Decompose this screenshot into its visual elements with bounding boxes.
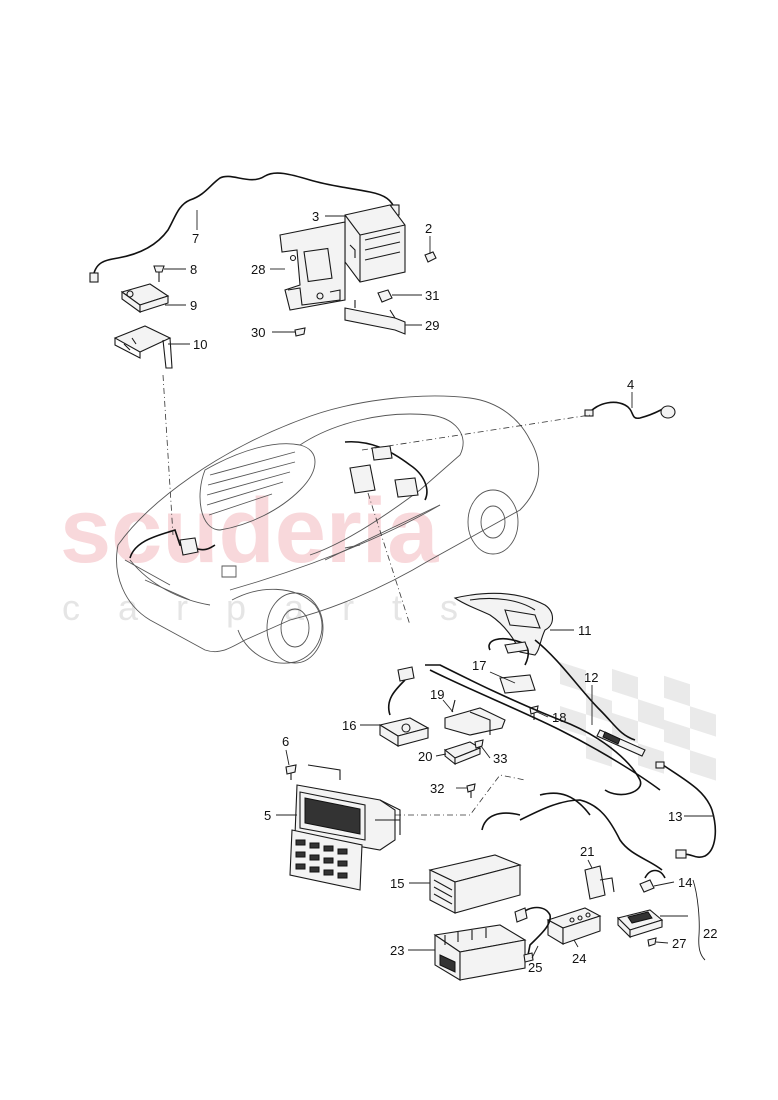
leader-lines — [164, 210, 714, 961]
callout-15: 15 — [390, 876, 404, 891]
part-23-tray — [433, 924, 527, 981]
watermark-sub: c a r p a r t s — [62, 587, 472, 628]
reference-lines — [162, 374, 591, 816]
callout-7: 7 — [192, 231, 199, 246]
part-14-connector — [639, 869, 666, 893]
part-13-cable — [481, 761, 717, 871]
callout-29: 29 — [425, 318, 439, 333]
part-24-module — [546, 907, 602, 945]
callout-5: 5 — [264, 808, 271, 823]
part-4-antenna — [584, 401, 676, 420]
part-15-unit — [428, 854, 522, 914]
part-32-screw — [466, 783, 476, 798]
part-22-module — [616, 909, 664, 939]
car-harness — [129, 440, 428, 559]
part-11-trim — [453, 592, 554, 656]
callout-21: 21 — [580, 844, 594, 859]
part-3-module — [344, 204, 406, 283]
callout-22: 22 — [703, 926, 717, 941]
car-outline — [116, 395, 540, 664]
part-16-module — [378, 666, 430, 747]
callout-33: 33 — [493, 751, 507, 766]
callout-11: 11 — [578, 623, 592, 638]
callout-20: 20 — [418, 749, 432, 764]
callout-23: 23 — [390, 943, 404, 958]
callout-28: 28 — [251, 262, 265, 277]
watermark-brand: scuderia — [60, 480, 439, 582]
callout-9: 9 — [190, 298, 197, 313]
part-28-bracket — [279, 221, 346, 311]
callout-19: 19 — [430, 687, 444, 702]
part-17-bracket — [488, 638, 536, 694]
part-5-head-unit — [289, 764, 401, 891]
callout-32: 32 — [430, 781, 444, 796]
callout-17: 17 — [472, 658, 486, 673]
part-6-screw — [285, 764, 297, 780]
part-10-bracket — [113, 325, 173, 369]
callout-25: 25 — [528, 960, 542, 975]
part-9-module — [120, 283, 170, 314]
head-unit-buttons — [295, 839, 348, 879]
part-19-bracket — [444, 699, 506, 736]
callout-6: 6 — [282, 734, 289, 749]
part-12-wiring-harness — [425, 639, 661, 796]
callout-8: 8 — [190, 262, 197, 277]
part-29-bracket — [344, 300, 406, 335]
callout-30: 30 — [251, 325, 265, 340]
part-27-screw — [647, 937, 657, 947]
callout-12: 12 — [584, 670, 598, 685]
callout-labels: 1 2 3 4 5 6 7 8 9 10 11 12 13 14 15 16 1… — [190, 209, 717, 975]
part-2-nut — [424, 251, 437, 263]
part-8-screw — [153, 265, 165, 282]
callout-16: 16 — [342, 718, 356, 733]
callout-18: 18 — [552, 710, 566, 725]
part-20-module — [443, 741, 482, 766]
callout-3: 3 — [312, 209, 319, 224]
part-30-screw — [294, 327, 306, 337]
callout-14: 14 — [678, 875, 692, 890]
callout-31: 31 — [425, 288, 439, 303]
part-25-cable — [514, 906, 551, 963]
callout-2: 2 — [425, 221, 432, 236]
part-21-bracket — [584, 865, 615, 900]
callout-10: 10 — [193, 337, 207, 352]
callout-24: 24 — [572, 951, 586, 966]
callout-4: 4 — [627, 377, 634, 392]
callout-27: 27 — [672, 936, 686, 951]
callout-13: 13 — [668, 809, 682, 824]
part-31-nut — [377, 289, 393, 303]
